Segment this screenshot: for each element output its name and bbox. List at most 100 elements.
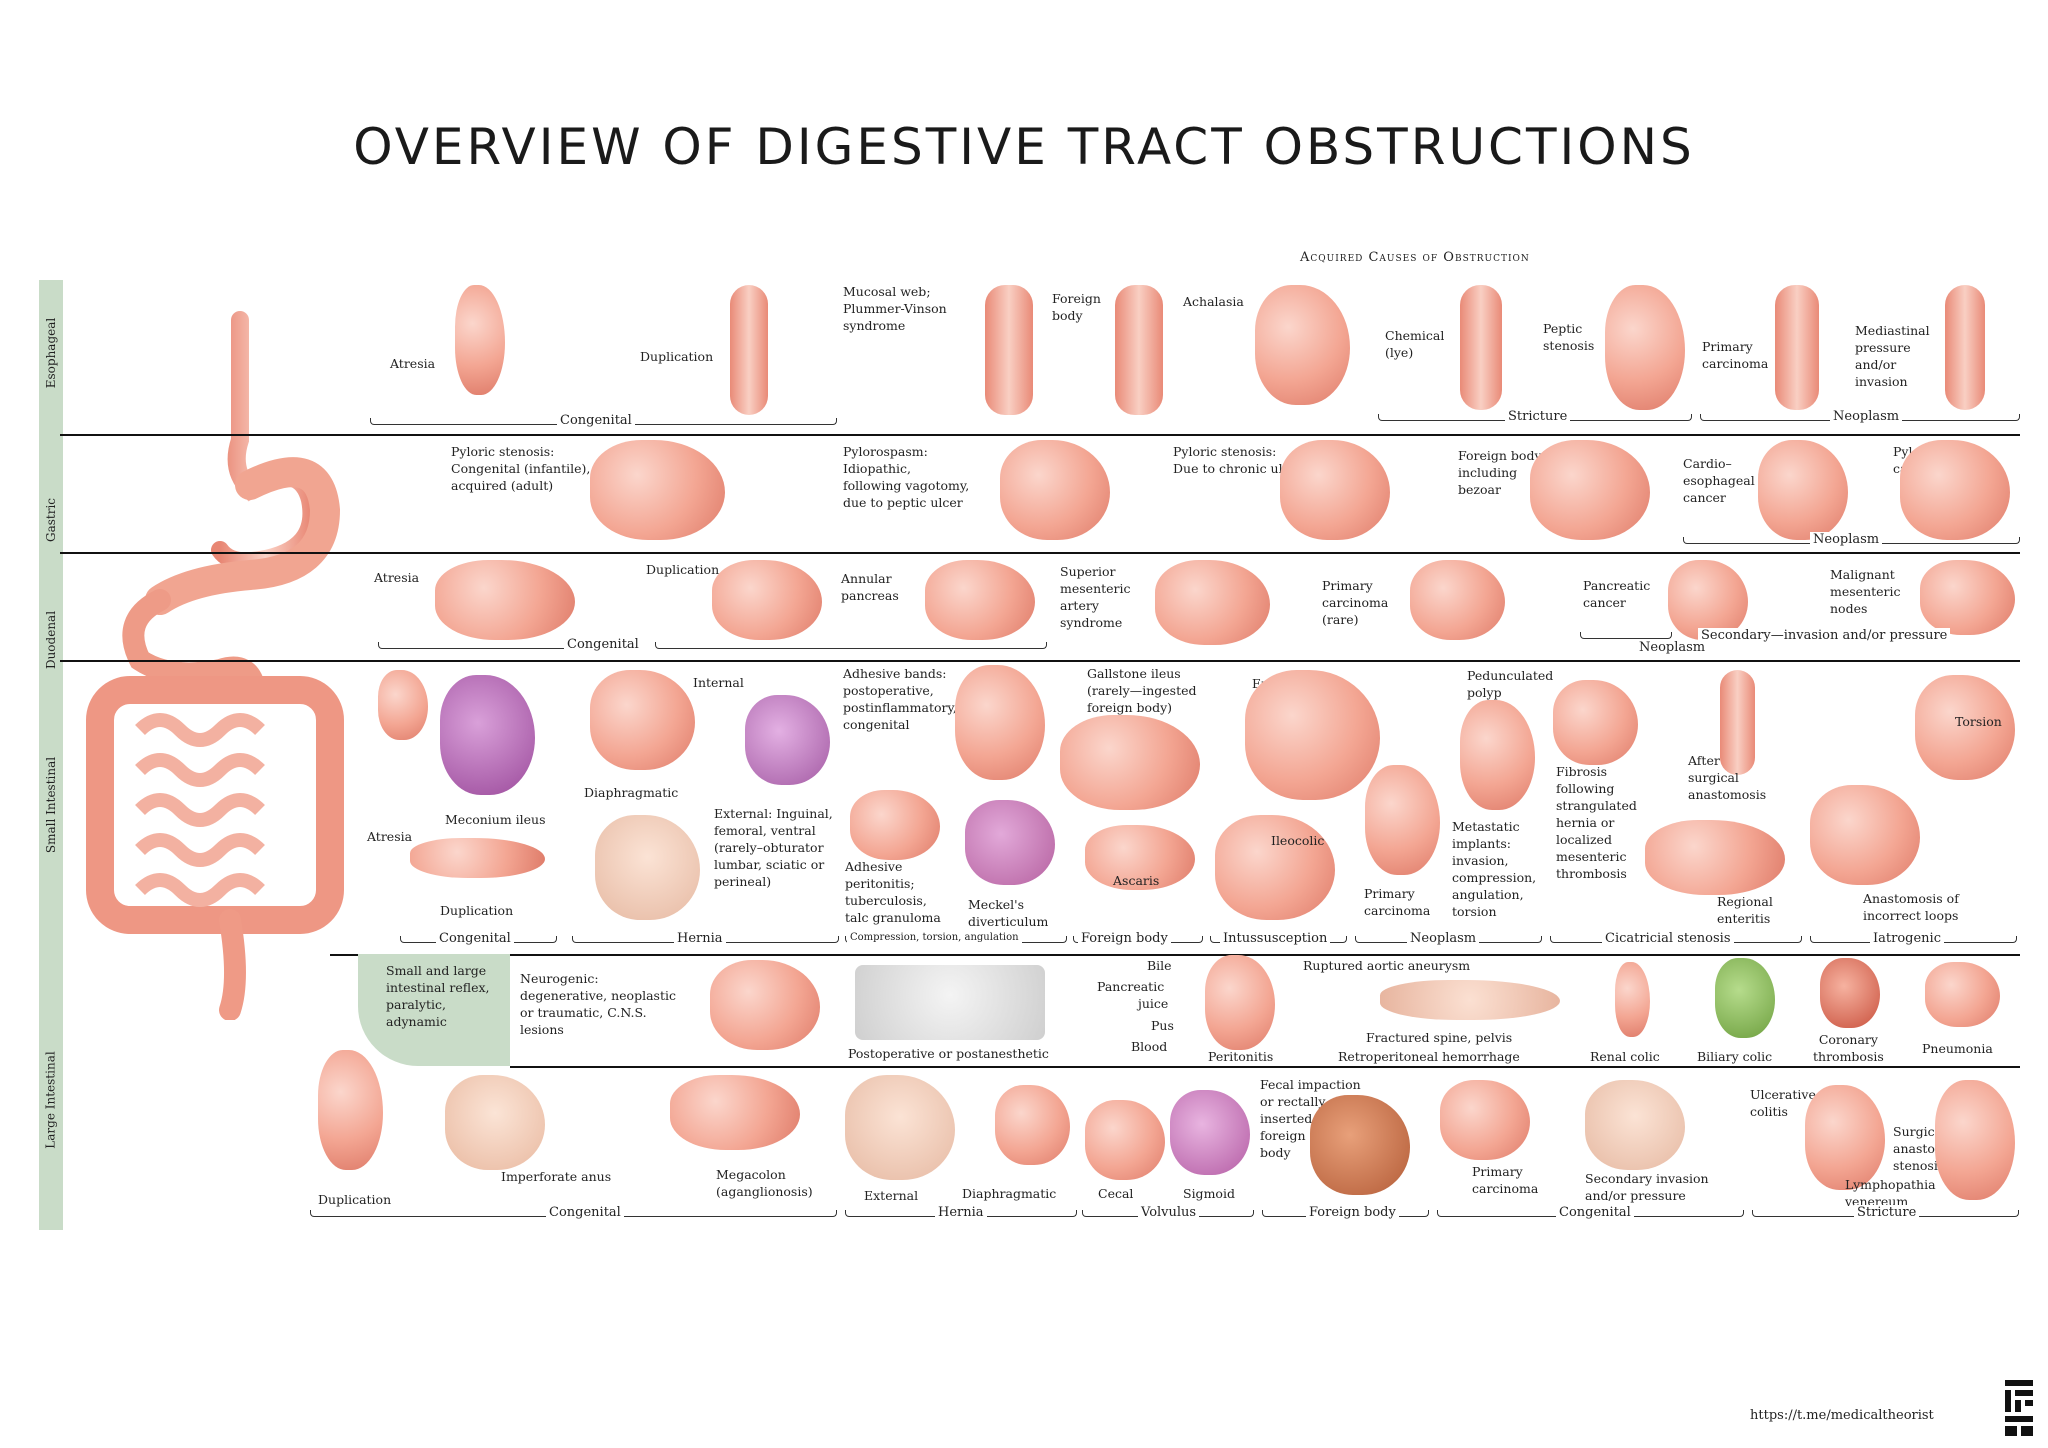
coronary-thrombosis-illustration bbox=[1820, 958, 1880, 1028]
meconium-ileus-illustration bbox=[440, 675, 535, 795]
pyloric-stenosis-ulcer-illustration bbox=[1280, 440, 1390, 540]
biliary-colic-illustration bbox=[1715, 958, 1775, 1038]
meckels-illustration bbox=[965, 800, 1055, 885]
duodenal-atresia-illustration bbox=[435, 560, 575, 640]
large-diaphragmatic-illustration bbox=[995, 1085, 1070, 1165]
esophageal-foreign-body-illustration bbox=[1115, 285, 1163, 415]
bezoar-illustration bbox=[1530, 440, 1650, 540]
pancreatic-cancer-illustration bbox=[1668, 560, 1748, 640]
large-duplication-label: Duplication bbox=[318, 1192, 392, 1207]
divider-esophageal-gastric bbox=[60, 434, 2020, 436]
blood-label: Blood bbox=[1131, 1039, 1168, 1054]
peptic-stenosis-illustration bbox=[1605, 285, 1685, 410]
sigmoid-volvulus-illustration bbox=[1170, 1090, 1250, 1175]
publisher-logo-icon bbox=[2005, 1380, 2033, 1436]
retroperitoneal-hemorrhage-label: Retroperitoneal hemorrhage bbox=[1338, 1049, 1520, 1064]
mediastinal-illustration bbox=[1945, 285, 1985, 410]
watermark-link[interactable]: https://t.me/medicaltheorist bbox=[1750, 1408, 1934, 1423]
peritonitis-label: Peritonitis bbox=[1208, 1049, 1274, 1064]
postoperative-label: Postoperative or postanesthetic bbox=[848, 1046, 1049, 1061]
row-sidebar bbox=[39, 280, 63, 1230]
pus-label: Pus bbox=[1151, 1018, 1174, 1033]
torsion-illustration bbox=[1915, 675, 2015, 780]
poster-title: OVERVIEW OF DIGESTIVE TRACT OBSTRUCTIONS bbox=[353, 118, 1695, 176]
mucosal-web-illustration bbox=[985, 285, 1033, 415]
internal-hernia-illustration bbox=[590, 670, 695, 770]
renal-colic-illustration bbox=[1615, 962, 1650, 1037]
small-duplication-label: Duplication bbox=[440, 903, 514, 918]
internal-hernia-label: Internal bbox=[693, 675, 744, 690]
duodenal-duplication-illustration bbox=[712, 560, 822, 640]
divider-small-ileus bbox=[330, 954, 2020, 956]
lymphopathia-illustration bbox=[1805, 1085, 1885, 1190]
pneumonia-illustration bbox=[1925, 962, 2000, 1027]
gastric-neoplasm-category: Neoplasm bbox=[1810, 532, 1883, 547]
fibrosis-illustration bbox=[1553, 680, 1638, 765]
renal-colic-label: Renal colic bbox=[1590, 1049, 1660, 1064]
cicatricial-stenosis-category: Cicatricial stenosis bbox=[1602, 931, 1734, 946]
surgical-stenosis-illustration bbox=[1935, 1080, 2015, 1200]
ascaris-illustration bbox=[1085, 825, 1195, 890]
small-foreign-body-category: Foreign body bbox=[1078, 931, 1171, 946]
row-label-small-intestinal: Small Intestinal bbox=[44, 756, 58, 854]
annular-pancreas-illustration bbox=[925, 560, 1035, 640]
chemical-lye-label: Chemical(lye) bbox=[1385, 328, 1445, 360]
biliary-colic-label: Biliary colic bbox=[1697, 1049, 1773, 1064]
divider-gastric-duodenal bbox=[60, 552, 2020, 554]
compression-category: Compression, torsion, angulation bbox=[847, 932, 1022, 943]
cecal-volvulus-illustration bbox=[1085, 1100, 1165, 1180]
imperforate-anus-illustration bbox=[445, 1075, 545, 1170]
torsion-label: Torsion bbox=[1955, 714, 2002, 729]
neurogenic-illustration bbox=[710, 960, 820, 1050]
incorrect-loops-illustration bbox=[1810, 785, 1920, 885]
large-duplication-illustration bbox=[318, 1050, 383, 1170]
adhesive-bands-illustration bbox=[955, 665, 1045, 780]
small-hernia-category: Hernia bbox=[674, 931, 726, 946]
meconium-ileus-label: Meconium ileus bbox=[445, 812, 546, 827]
esophageal-atresia-illustration bbox=[455, 285, 505, 395]
duodenal-secondary-category: Secondary—invasion and/or pressure bbox=[1698, 628, 1951, 643]
chemical-stricture-illustration bbox=[1460, 285, 1502, 410]
pylorospasm-illustration bbox=[1000, 440, 1110, 540]
ileocolic-label: Ileocolic bbox=[1271, 833, 1325, 848]
sigmoid-volvulus-label: Sigmoid bbox=[1183, 1186, 1235, 1201]
malignant-nodes-illustration bbox=[1920, 560, 2015, 635]
large-foreign-body-category: Foreign body bbox=[1306, 1205, 1399, 1220]
esophageal-duplication-illustration bbox=[730, 285, 768, 415]
ruptured-aortic-aneurysm-label: Ruptured aortic aneurysm bbox=[1303, 958, 1471, 973]
divider-duodenal-small bbox=[60, 660, 2020, 662]
cecal-volvulus-label: Cecal bbox=[1098, 1186, 1134, 1201]
regional-enteritis-illustration bbox=[1645, 820, 1785, 895]
small-neoplasm-category: Neoplasm bbox=[1407, 931, 1480, 946]
after-anastomosis-illustration bbox=[1720, 670, 1755, 775]
small-duplication-illustration bbox=[410, 838, 545, 878]
enteroenteric-intussusception-illustration bbox=[1245, 670, 1380, 800]
large-congenital-category: Congenital bbox=[546, 1205, 624, 1220]
fecal-impaction-illustration bbox=[1310, 1095, 1410, 1195]
bile-label: Bile bbox=[1147, 958, 1172, 973]
adhesive-bands-label: Adhesive bands:postoperative,postinflamm… bbox=[843, 666, 957, 732]
row-label-large-intestinal: Large Intestinal bbox=[44, 1051, 59, 1149]
peritonitis-illustration bbox=[1205, 955, 1275, 1050]
volvulus-category: Volvulus bbox=[1138, 1205, 1200, 1220]
ascaris-label: Ascaris bbox=[1113, 873, 1160, 888]
imperforate-anus-label: Imperforate anus bbox=[501, 1169, 612, 1184]
iatrogenic-category: Iatrogenic bbox=[1870, 931, 1944, 946]
row-label-gastric: Gastric bbox=[44, 497, 59, 543]
